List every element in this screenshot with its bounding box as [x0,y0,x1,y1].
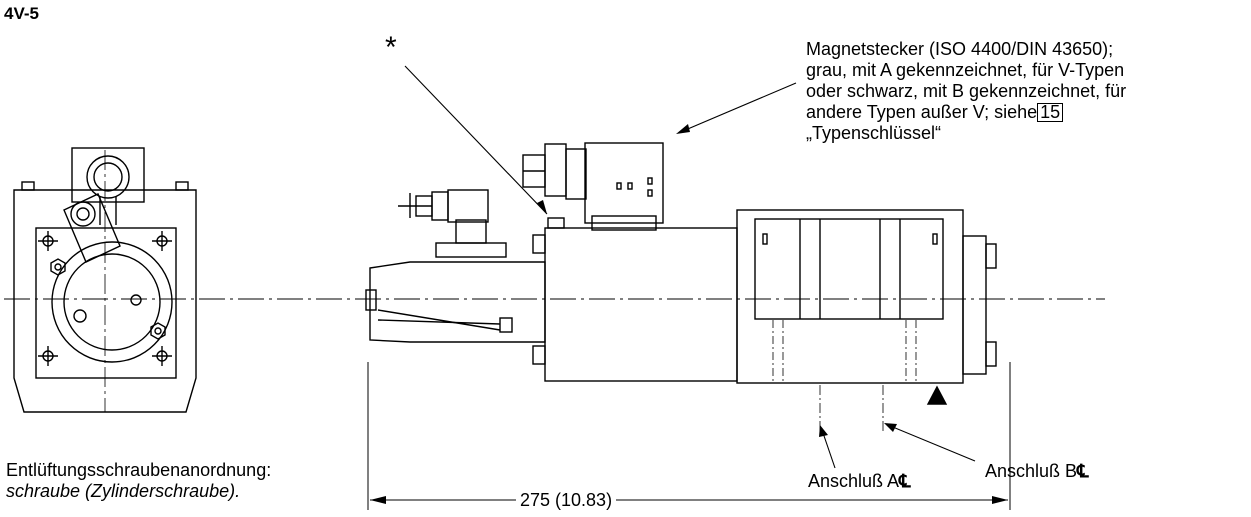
port-a-centerline-symbol: ℄ [899,471,911,491]
connector-note-line-1: Magnetstecker (ISO 4400/DIN 43650); [806,39,1114,59]
connector-note-line-3: oder schwarz, mit B gekennzeichnet, für [806,81,1127,101]
dimension-275 [367,362,1011,510]
port-a-label: Anschluß A℄ [808,471,911,492]
bleed-screw-note-line-2: schraube (Zylinderschraube). [6,481,241,501]
connector-note-line-4-text: andere Typen außer V; siehe [806,102,1038,122]
bleed-screw-note: Entlüftungsschraubenanordnung: schraube … [6,460,271,502]
connector-note-line-2: grau, mit A gekennzeichnet, für V-Typen [806,60,1125,80]
port-b-label: Anschluß B℄ [985,461,1089,482]
asterisk-marker: * [385,31,397,64]
figure-title: 4V-5 [4,4,39,23]
bleed-screw-note-line-1: Entlüftungsschraubenanordnung: [6,460,272,480]
port-a-text: Anschluß A [808,471,900,491]
side-view-valve-body [736,209,997,432]
side-view-actuator [365,142,738,382]
connector-note: Magnetstecker (ISO 4400/DIN 43650); grau… [806,39,1246,144]
connector-note-line-5: „Typenschlüssel“ [806,123,942,143]
type-code-reference-box: 15 [1037,103,1064,122]
port-b-centerline-symbol: ℄ [1077,461,1089,481]
leader-lines [404,65,976,469]
dimension-label: 275 (10.83) [516,490,617,511]
end-view [13,147,197,413]
port-b-text: Anschluß B [985,461,1078,481]
